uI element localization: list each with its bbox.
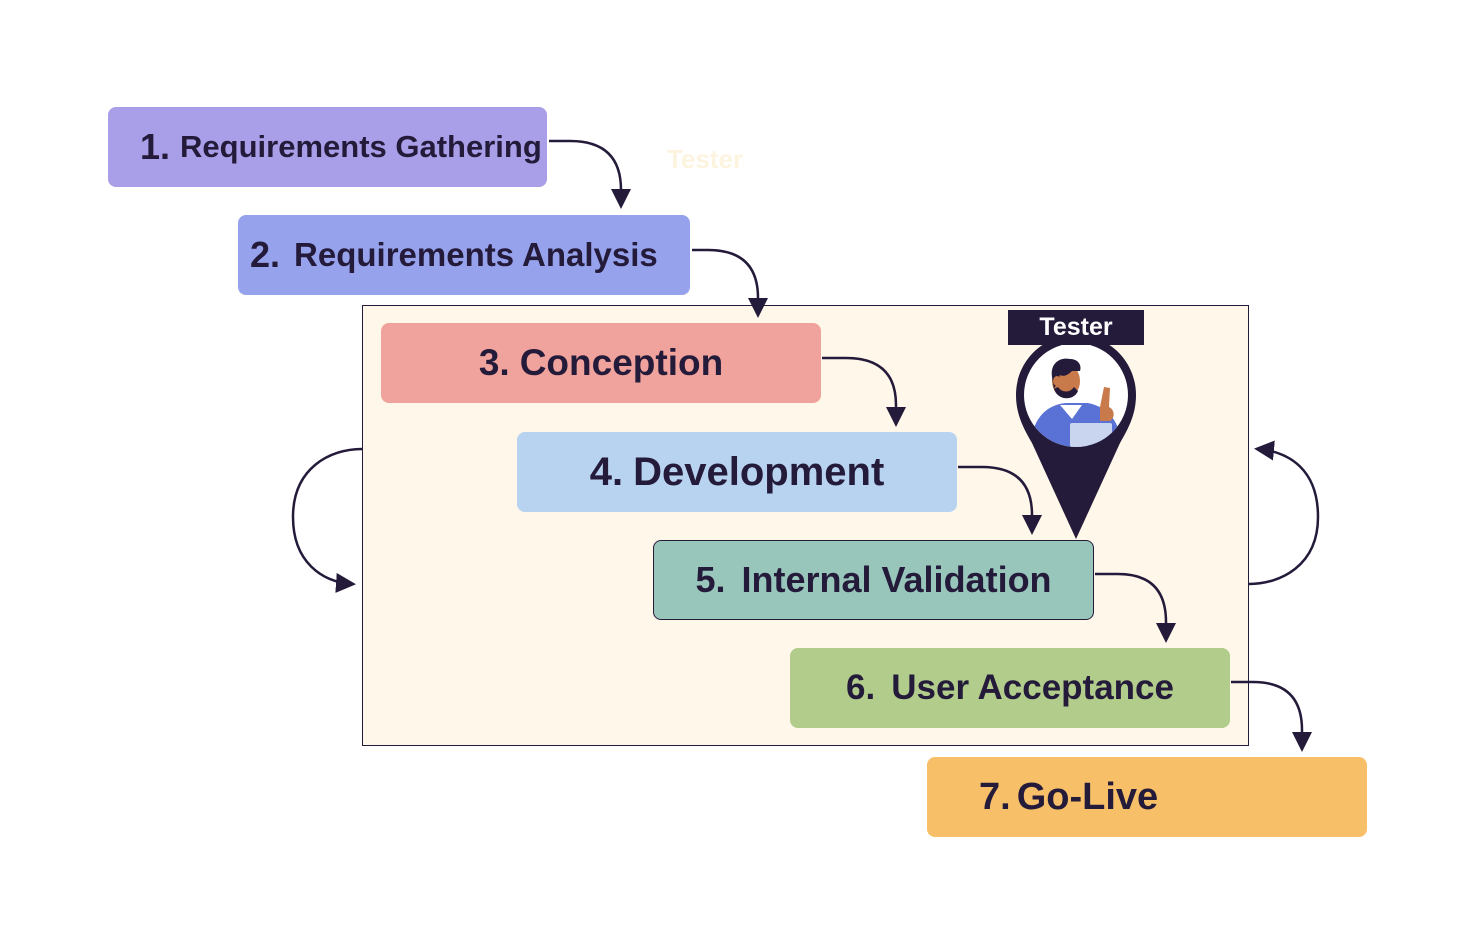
connector-6-7 xyxy=(1231,680,1312,752)
step-requirements-gathering: 1. Requirements Gathering xyxy=(108,107,547,187)
connector-1-2 xyxy=(549,139,631,209)
step-label: Internal Validation xyxy=(741,559,1052,600)
connector-3-4 xyxy=(822,356,906,427)
step-label: Go-Live xyxy=(1016,775,1159,818)
step-label: Conception xyxy=(519,342,724,383)
step-number: 2. xyxy=(250,234,281,275)
step-label: Requirements Gathering xyxy=(180,129,542,164)
step-number: 1. xyxy=(140,126,171,167)
step-label: Development xyxy=(633,449,885,494)
tester-avatar-icon xyxy=(1024,343,1128,447)
step-requirements-analysis: 2. Requirements Analysis xyxy=(238,215,690,295)
step-conception: 3. Conception xyxy=(381,323,821,403)
connector-2-3 xyxy=(692,248,768,318)
step-go-live: 7. Go-Live xyxy=(927,757,1367,837)
step-development: 4. Development xyxy=(517,432,957,512)
step-label: Requirements Analysis xyxy=(294,236,658,273)
tester-badge: Tester xyxy=(1008,310,1144,345)
step-number: 6. xyxy=(846,668,876,707)
location-pin-icon xyxy=(1016,335,1136,539)
left-loop-icon xyxy=(291,447,363,593)
step-number: 7. xyxy=(979,775,1011,818)
step-number: 3. xyxy=(478,342,510,383)
step-user-acceptance: 6. User Acceptance xyxy=(790,648,1230,728)
connector-4-5 xyxy=(958,465,1042,535)
ghost-tester-label: Tester xyxy=(667,144,744,174)
step-internal-validation: 5. Internal Validation xyxy=(653,540,1094,620)
step-label: User Acceptance xyxy=(891,668,1174,707)
step-number: 4. xyxy=(589,449,624,494)
step-number: 5. xyxy=(695,559,726,600)
right-loop-icon xyxy=(1248,440,1320,586)
connector-5-6 xyxy=(1095,572,1176,643)
